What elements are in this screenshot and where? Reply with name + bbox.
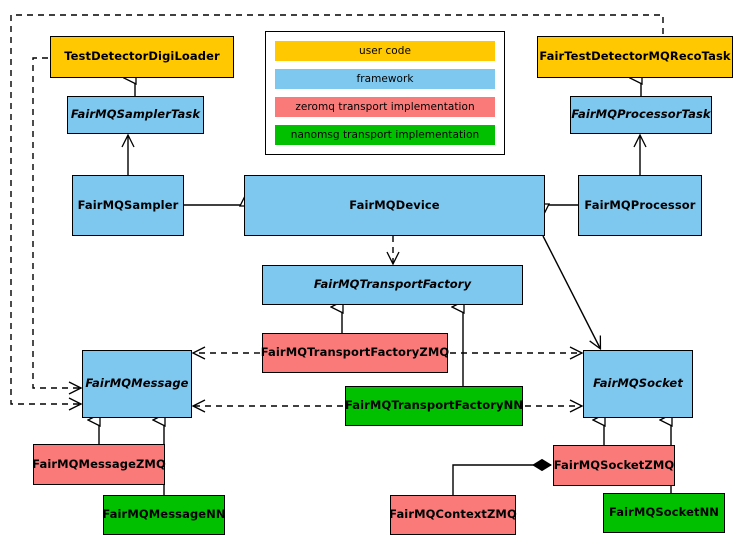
class-label: FairMQTransportFactory [313,277,472,292]
class-label: FairMQSocketNN [608,505,720,520]
legend-item-zeromq: zeromq transport implementation [275,97,495,117]
class-label: FairMQTransportFactoryNN [344,398,524,413]
class-box-fairmqmessagezmq[interactable]: FairMQMessageZMQ [32,444,166,485]
class-box-fairmqmessage[interactable]: FairMQMessage [82,350,192,418]
class-box-fairmqdevice[interactable]: FairMQDevice [244,175,545,236]
edge-device-socket [542,235,600,348]
class-box-fairmqsocketzmq[interactable]: FairMQSocketZMQ [553,445,675,486]
class-label: FairMQSampler [77,197,179,212]
edge-digiloader-message [32,57,80,388]
class-label: FairMQSocketZMQ [553,457,675,472]
class-box-fairmqtransportfactoryzmq[interactable]: FairMQTransportFactoryZMQ [260,333,450,373]
class-box-testdetectordigiloader[interactable]: TestDetectorDigiLoader [50,36,234,78]
legend-label: framework [356,73,414,85]
class-label: FairTestDetectorMQRecoTask [539,49,731,64]
class-box-fairmqtransportfactorynn[interactable]: FairMQTransportFactoryNN [345,386,523,426]
class-box-fairmqsocketnn[interactable]: FairMQSocketNN [603,493,725,533]
class-box-fairmqsamplertask[interactable]: FairMQSamplerTask [67,96,204,134]
class-box-fairmqprocessor[interactable]: FairMQProcessor [578,175,702,236]
class-label: FairMQDevice [349,197,440,212]
class-box-fairmqtransportfactory[interactable]: FairMQTransportFactory [262,265,523,305]
class-label: FairMQContextZMQ [389,507,517,522]
class-label: FairMQProcessorTask [571,107,711,122]
class-label: FairMQMessageZMQ [32,456,166,471]
class-label: FairMQMessageNN [102,507,226,522]
edge-recotask-message [10,14,664,404]
edge-contextzmq-socketzmq [452,458,552,495]
legend-item-framework: framework [275,69,495,89]
legend-label: zeromq transport implementation [295,101,475,113]
class-box-fairmqsocket[interactable]: FairMQSocket [583,350,693,418]
class-box-fairtestdetectormqrecotask[interactable]: FairTestDetectorMQRecoTask [537,36,733,78]
class-label: FairMQSocket [593,376,683,391]
legend-label: nanomsg transport implementation [290,129,480,141]
class-label: FairMQTransportFactoryZMQ [260,345,450,360]
legend: user code framework zeromq transport imp… [265,31,505,155]
class-label: FairMQProcessor [584,197,696,212]
class-box-fairmqmessagenn[interactable]: FairMQMessageNN [102,495,226,535]
class-box-fairmqsampler[interactable]: FairMQSampler [72,175,184,236]
legend-item-user-code: user code [275,41,495,61]
class-box-fairmqprocessortask[interactable]: FairMQProcessorTask [570,96,712,134]
class-label: FairMQMessage [85,376,189,391]
class-label: FairMQSamplerTask [70,107,201,122]
class-box-fairmqcontextzmq[interactable]: FairMQContextZMQ [389,495,517,535]
legend-item-nanomsg: nanomsg transport implementation [275,125,495,145]
legend-label: user code [358,45,411,57]
class-label: TestDetectorDigiLoader [64,49,220,64]
